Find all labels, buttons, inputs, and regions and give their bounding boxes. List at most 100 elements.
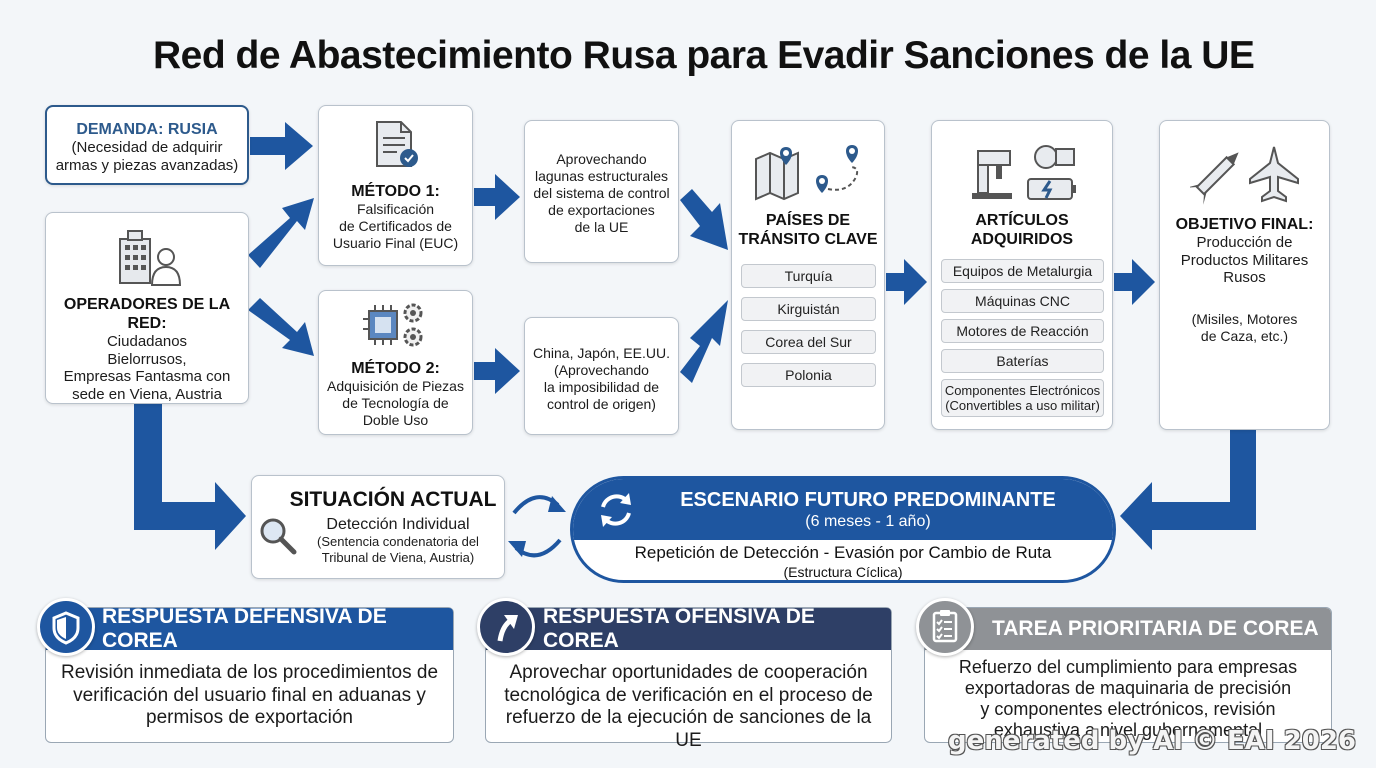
transit-country: Polonia: [741, 363, 876, 387]
arrow-transit-to-articles: [886, 259, 927, 305]
page-title: Red de Abastecimiento Rusa para Evadir S…: [153, 34, 1255, 77]
method1-line: Falsificación: [356, 201, 435, 217]
article-item-line: Componentes Electrónicos: [944, 383, 1101, 398]
cycle-arrowhead-bottom: [508, 541, 526, 557]
response-offensive-text: Aprovechar oportunidades de cooperación …: [494, 662, 883, 752]
article-item: Motores de Reacción: [941, 319, 1104, 343]
arrow-loophole1-to-transit: [680, 189, 728, 250]
transit-box: PAÍSES DE TRÁNSITO CLAVE Turquía Kirguis…: [731, 120, 885, 430]
arrow-operators-to-method1: [248, 198, 314, 268]
future-scenario-box: ESCENARIO FUTURO PREDOMINANTE (6 meses -…: [570, 476, 1116, 583]
operators-line: Ciudadanos: [106, 333, 188, 350]
upward-arrow-icon: [477, 598, 535, 656]
article-item-line: (Convertibles a uso militar): [945, 398, 1100, 413]
response-line: y componentes electrónicos, revisión: [980, 699, 1276, 719]
transit-heading: TRÁNSITO CLAVE: [738, 231, 878, 248]
shield-icon: [37, 598, 95, 656]
response-defensive-text: Revisión inmediata de los procedimientos…: [54, 662, 445, 730]
arrow-method2-to-loophole2: [474, 348, 520, 394]
method2-box: MÉTODO 2: Adquisición de Piezas de Tecno…: [318, 290, 473, 435]
response-line: permisos de exportación: [146, 707, 353, 728]
response-defensive-card: RESPUESTA DEFENSIVA DE COREA Revisión in…: [45, 605, 454, 743]
demand-heading: DEMANDA: RUSIA: [76, 121, 218, 138]
method2-line: Adquisición de Piezas: [327, 378, 464, 394]
objective-note: (Misiles, Motores: [1191, 311, 1298, 327]
transit-country: Kirguistán: [741, 297, 876, 321]
document-certificate-icon: [376, 121, 418, 167]
loophole1-line: del sistema de control: [533, 185, 670, 201]
refresh-cycle-icon: [601, 493, 631, 527]
response-line: exportadoras de maquinaria de precisión: [964, 678, 1292, 698]
loophole2-line: la imposibilidad de: [543, 379, 660, 395]
future-main: Repetición de Detección - Evasión por Ca…: [634, 543, 1052, 562]
demand-line: armas y piezas avanzadas): [55, 156, 239, 174]
operators-line: Empresas Fantasma con: [63, 368, 231, 385]
arrow-articles-to-objective: [1114, 259, 1155, 305]
demand-box: DEMANDA: RUSIA (Necesidad de adquirir ar…: [45, 105, 249, 185]
objective-box: OBJETIVO FINAL: Producción de Productos …: [1159, 120, 1330, 430]
method2-heading: MÉTODO 2:: [351, 360, 440, 377]
method1-heading: MÉTODO 1:: [351, 183, 440, 200]
method1-line: de Certificados de: [339, 218, 452, 234]
method1-box: MÉTODO 1: Falsificación de Certificados …: [318, 105, 473, 266]
articles-box: ARTÍCULOS ADQUIRIDOS Equipos de Metalurg…: [931, 120, 1113, 430]
future-note: (Estructura Cíclica): [783, 564, 903, 580]
arrow-method1-to-loophole1: [474, 174, 520, 220]
arrow-operators-to-method2: [248, 298, 314, 356]
article-item: Componentes Electrónicos (Convertibles a…: [941, 379, 1104, 417]
method1-line: Usuario Final (EUC): [332, 235, 459, 251]
transit-heading: PAÍSES DE: [765, 212, 851, 229]
operators-heading: OPERADORES DE LA RED:: [63, 296, 231, 332]
arrow-demand-to-method1: [250, 122, 313, 170]
arrow-operators-to-current: [134, 404, 246, 550]
article-item: Equipos de Metalurgia: [941, 259, 1104, 283]
clipboard-checklist-icon: [916, 598, 974, 656]
arrow-objective-to-future: [1120, 430, 1256, 550]
response-offensive-title: RESPUESTA OFENSIVA DE COREA: [543, 605, 815, 652]
objective-heading: OBJETIVO FINAL:: [1175, 216, 1314, 233]
loophole1-line: Aprovechando: [556, 151, 647, 167]
response-offensive-bar: RESPUESTA OFENSIVA DE COREA: [486, 605, 891, 652]
response-offensive-card: RESPUESTA OFENSIVA DE COREA Aprovechar o…: [485, 605, 892, 751]
response-line: verificación del usuario final en aduana…: [73, 684, 426, 706]
future-heading: ESCENARIO FUTURO PREDOMINANTE: [680, 489, 1056, 511]
method2-line: Doble Uso: [362, 412, 429, 428]
response-line: Aprovechar oportunidades de cooperación: [509, 662, 868, 683]
objective-line: Rusos: [1223, 269, 1266, 286]
loophole2-line: (Aprovechando: [554, 362, 649, 378]
objective-line: Producción de: [1196, 234, 1293, 251]
operators-box: OPERADORES DE LA RED: Ciudadanos Bielorr…: [45, 212, 249, 404]
response-line: refuerzo de la ejecución de sanciones de…: [505, 707, 872, 751]
article-item: Baterías: [941, 349, 1104, 373]
loophole1-line: de la UE: [574, 219, 629, 235]
future-header-band: [573, 479, 1113, 540]
response-priority-bar: TAREA PRIORITARIA DE COREA: [925, 608, 1331, 650]
response-line: exhaustiva a nivel gubernamental: [993, 720, 1263, 740]
response-line: Revisión inmediata de los procedimientos…: [60, 662, 439, 683]
machinery-icon: [972, 145, 1076, 200]
loophole1-line: lagunas estructurales: [534, 168, 669, 184]
response-priority-card: TAREA PRIORITARIA DE COREA Refuerzo del …: [924, 607, 1332, 743]
office-building-person-icon: [119, 230, 182, 286]
current-line: Tribunal de Viena, Austria): [321, 549, 475, 565]
article-item: Máquinas CNC: [941, 289, 1104, 313]
loophole2-box: China, Japón, EE.UU. (Aprovechando la im…: [524, 317, 679, 435]
cycle-arrowhead-top: [548, 496, 566, 512]
response-defensive-title: RESPUESTA DEFENSIVA DE COREA: [102, 605, 387, 652]
articles-heading: ADQUIRIDOS: [970, 231, 1074, 248]
current-line: (Sentencia condenatoria del: [317, 533, 479, 549]
demand-line: (Necesidad de adquirir: [71, 139, 223, 156]
loophole2-line: China, Japón, EE.UU.: [533, 345, 670, 361]
articles-heading: ARTÍCULOS: [975, 212, 1069, 229]
method2-line: de Tecnología de: [342, 395, 449, 411]
map-pins-icon: [755, 145, 859, 201]
operators-line: Bielorrusos,: [107, 350, 187, 368]
loophole1-line: de exportaciones: [548, 202, 655, 218]
ai-watermark: generated by AI © EAI 2026: [948, 726, 1356, 756]
operators-line: sede en Viena, Austria: [72, 385, 222, 403]
response-line: Refuerzo del cumplimiento para empresas: [958, 657, 1298, 677]
transit-country: Turquía: [741, 264, 876, 288]
current-sub: Detección Individual: [326, 516, 470, 533]
response-defensive-bar: RESPUESTA DEFENSIVA DE COREA: [46, 605, 453, 652]
